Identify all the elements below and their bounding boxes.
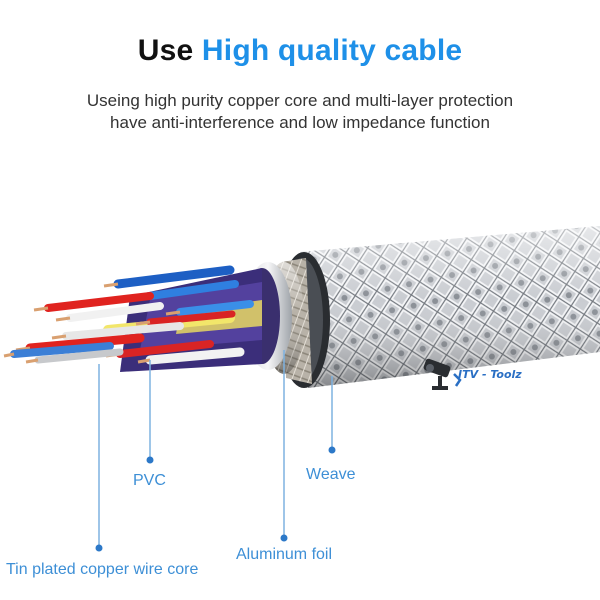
wire-blue-3: [165, 300, 254, 316]
wire-red-2: [135, 310, 236, 326]
conductors: [3, 265, 254, 365]
wire-blue-4: [3, 342, 114, 358]
wire-white-1: [55, 302, 164, 322]
leader-dot-tin-core: [95, 544, 103, 552]
watermark-text: ITV - Toolz: [458, 368, 522, 381]
wire-white-3: [137, 347, 245, 365]
leader-dot-foil: [280, 534, 288, 542]
label-tin-plated-core: Tin plated copper wire core: [6, 561, 199, 578]
wire-red-1: [33, 292, 154, 312]
wire-blue-1: [103, 265, 235, 289]
label-weave: Weave: [306, 466, 356, 483]
subtitle-line-1: Useing high purity copper core and multi…: [86, 91, 514, 110]
page-title: Use High quality cable: [0, 34, 600, 68]
wire-gray-1: [25, 348, 124, 364]
label-aluminum-foil: Aluminum foil: [236, 546, 333, 563]
leader-dot-weave: [328, 446, 336, 454]
subtitle-line-2: have anti-interference and low impedance…: [110, 113, 490, 132]
label-pvc: PVC: [133, 472, 166, 489]
wire-white-2: [51, 322, 184, 340]
leader-lines: [95, 350, 336, 552]
title-prefix: Use: [137, 34, 194, 67]
subtitle: Useing high purity copper core and multi…: [40, 90, 560, 134]
title-highlight: High quality cable: [201, 34, 463, 67]
leader-dot-pvc: [146, 456, 154, 464]
cctv-camera-icon: [423, 358, 462, 390]
